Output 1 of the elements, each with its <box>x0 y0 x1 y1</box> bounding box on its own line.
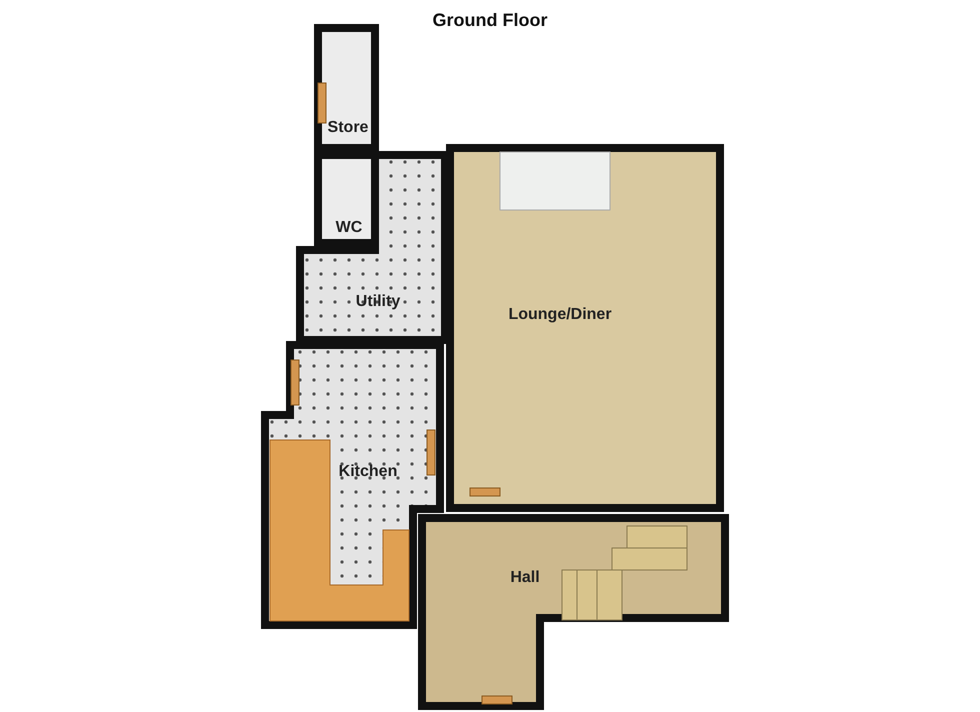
floor-title: Ground Floor <box>432 10 548 31</box>
